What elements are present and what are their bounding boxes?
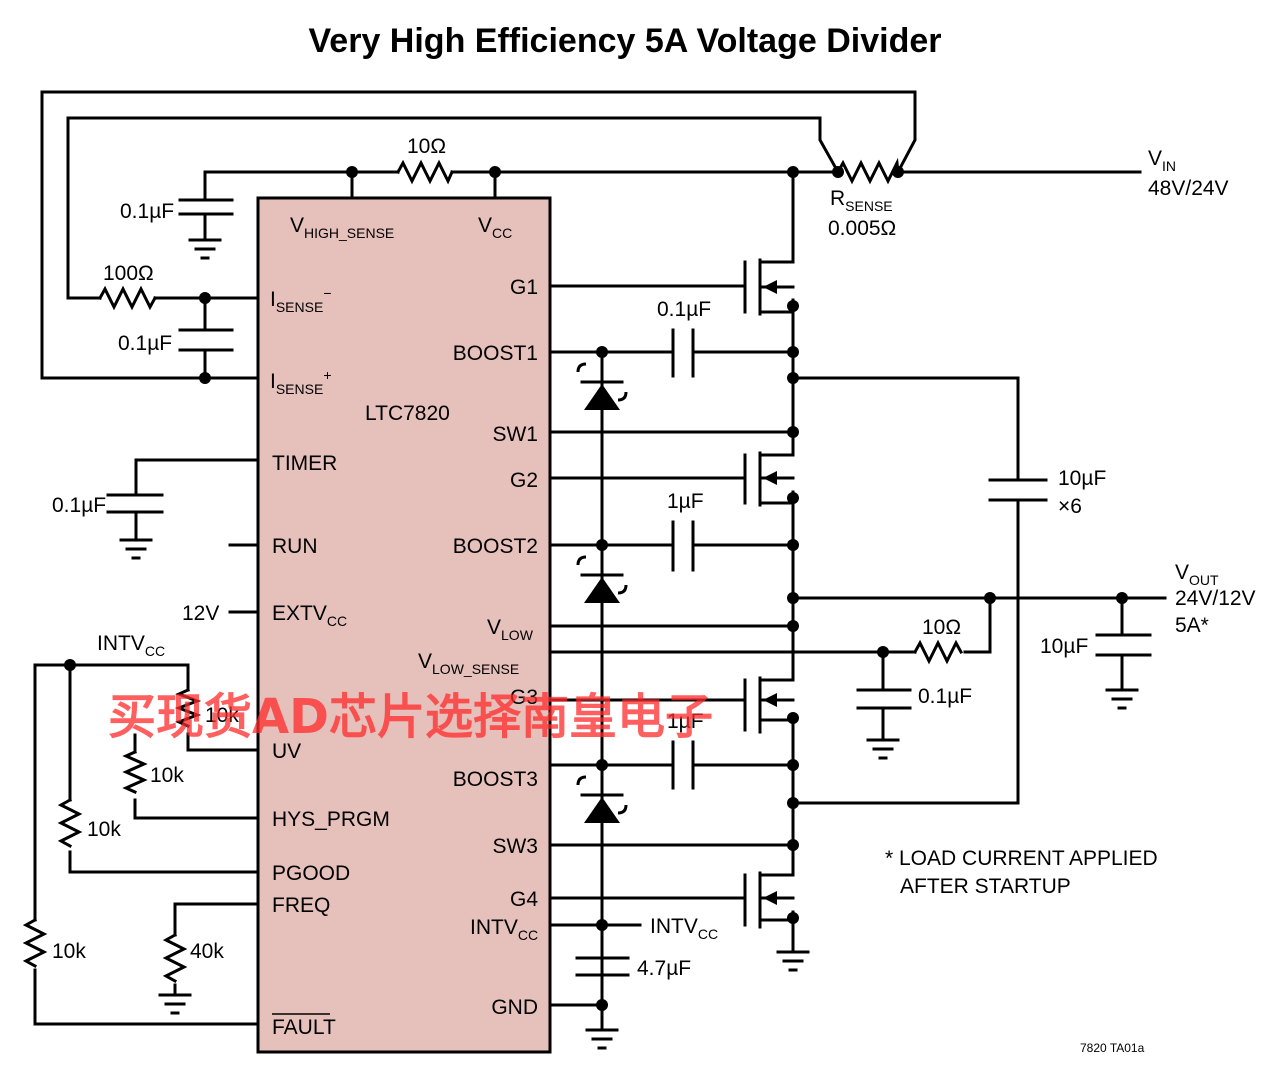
pin-sw1: SW1 [492,423,538,446]
mosfet-q2 [743,451,795,507]
pin-g1: G1 [510,276,538,299]
label-c-out: 10µF [1040,635,1088,658]
label-c-boost2: 1µF [667,490,704,513]
pin-vlow-sense: VLOW_SENSE [418,650,519,677]
pin-isense-plus: ISENSE+ [270,367,332,397]
label-r-uv-bot: 10k [150,764,184,787]
label-vout-amp: 5A* [1175,614,1209,637]
pin-g4: G4 [510,888,538,911]
label-c-boost3: 1µF [667,710,704,733]
label-r-fault: 10k [52,940,86,963]
label-rsense: RSENSE [830,187,893,214]
label-12v: 12V [182,602,219,625]
mosfet-q1 [743,258,795,316]
label-r-100: 100Ω [103,262,154,285]
label-r-top: 10Ω [407,135,446,158]
watermark: 买现货AD芯片选择南皇电子 [108,689,713,745]
pin-boost3: BOOST3 [453,768,538,791]
diode-d1 [576,362,628,410]
pin-run: RUN [272,535,318,558]
pin-g3: G3 [510,686,538,709]
label-c-top-left: 0.1µF [120,200,174,223]
pin-isense-minus: ISENSE− [270,285,332,315]
label-r-pgood: 10k [87,818,121,841]
pin-hys-prgm: HYS_PRGM [272,808,390,831]
label-r-uv-top: 10k [205,704,239,727]
pin-fault: FAULT [272,1016,336,1039]
diagram-title: Very High Efficiency 5A Voltage Divider [309,22,942,60]
label-vin-val: 48V/24V [1148,177,1229,200]
pin-uv: UV [272,740,301,763]
label-intvcc-out: INTVCC [650,915,718,942]
ground-symbols [119,238,1139,1050]
drawing-code: 7820 TA01a [1080,1041,1145,1055]
pin-timer: TIMER [272,452,337,475]
label-intvcc-left: INTVCC [97,632,165,659]
pin-vhigh-sense: VHIGH_SENSE [290,214,394,241]
label-vout-val: 24V/12V [1175,587,1256,610]
pin-vcc: VCC [478,214,512,241]
label-rsense-val: 0.005Ω [828,217,896,240]
diode-d2 [576,555,628,603]
junction-dots [64,166,1128,1011]
label-c-fly: 10µF [1058,467,1106,490]
diode-d3 [576,775,628,823]
pin-vlow: VLOW [487,616,534,643]
chip-name: LTC7820 [365,402,450,425]
pin-sw3: SW3 [492,835,538,858]
ltc7820-chip [256,196,552,1054]
label-c-sense: 0.1µF [118,332,172,355]
label-c-boost1: 0.1µF [657,298,711,321]
label-r-low: 10Ω [922,616,961,639]
pin-freq: FREQ [272,894,330,917]
mosfet-q3 [743,676,795,734]
note-line-2: AFTER STARTUP [900,875,1071,898]
mosfet-q4 [743,871,795,929]
label-c-intv: 4.7µF [637,957,691,980]
label-r-freq: 40k [190,940,224,963]
label-c-low: 0.1µF [918,685,972,708]
pin-intvcc: INTVCC [470,916,538,943]
pin-pgood: PGOOD [272,862,350,885]
note-line-1: * LOAD CURRENT APPLIED [885,847,1158,870]
pin-boost1: BOOST1 [453,342,538,365]
label-c-timer: 0.1µF [52,494,106,517]
pin-extvcc: EXTVCC [272,602,347,629]
label-c-fly-mult: ×6 [1058,495,1082,518]
label-vout: VOUT [1175,561,1219,588]
pin-gnd: GND [491,996,538,1019]
pin-g2: G2 [510,469,538,492]
wires [22,90,1167,1032]
pin-boost2: BOOST2 [453,535,538,558]
label-vin: VIN [1148,147,1176,174]
